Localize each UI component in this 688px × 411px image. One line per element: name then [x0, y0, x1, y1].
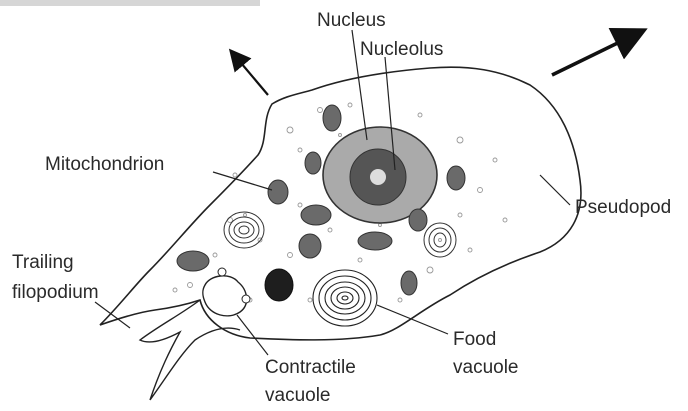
- contractile-vacuole-bubble: [242, 295, 250, 303]
- dark-granule: [265, 269, 293, 301]
- label-trailing-filopodium-line1: Trailing: [12, 252, 74, 273]
- label-food-vacuole-line1: Food: [453, 329, 496, 350]
- label-pseudopod: Pseudopod: [575, 197, 671, 218]
- label-contractile-vacuole-line2: vacuole: [265, 385, 331, 406]
- movement-arrow-left: [236, 57, 268, 95]
- movement-arrow-right: [552, 36, 632, 75]
- label-contractile-vacuole-line1: Contractile: [265, 357, 356, 378]
- label-nucleolus: Nucleolus: [360, 39, 443, 60]
- label-nucleus: Nucleus: [317, 10, 386, 31]
- label-trailing-filopodium-line2: filopodium: [12, 282, 99, 303]
- label-mitochondrion: Mitochondrion: [45, 154, 164, 175]
- nucleolus-core: [370, 169, 386, 185]
- cropped-title-fragment: [0, 0, 260, 6]
- label-food-vacuole-line2: vacuole: [453, 357, 519, 378]
- contractile-vacuole-bubble: [218, 268, 226, 276]
